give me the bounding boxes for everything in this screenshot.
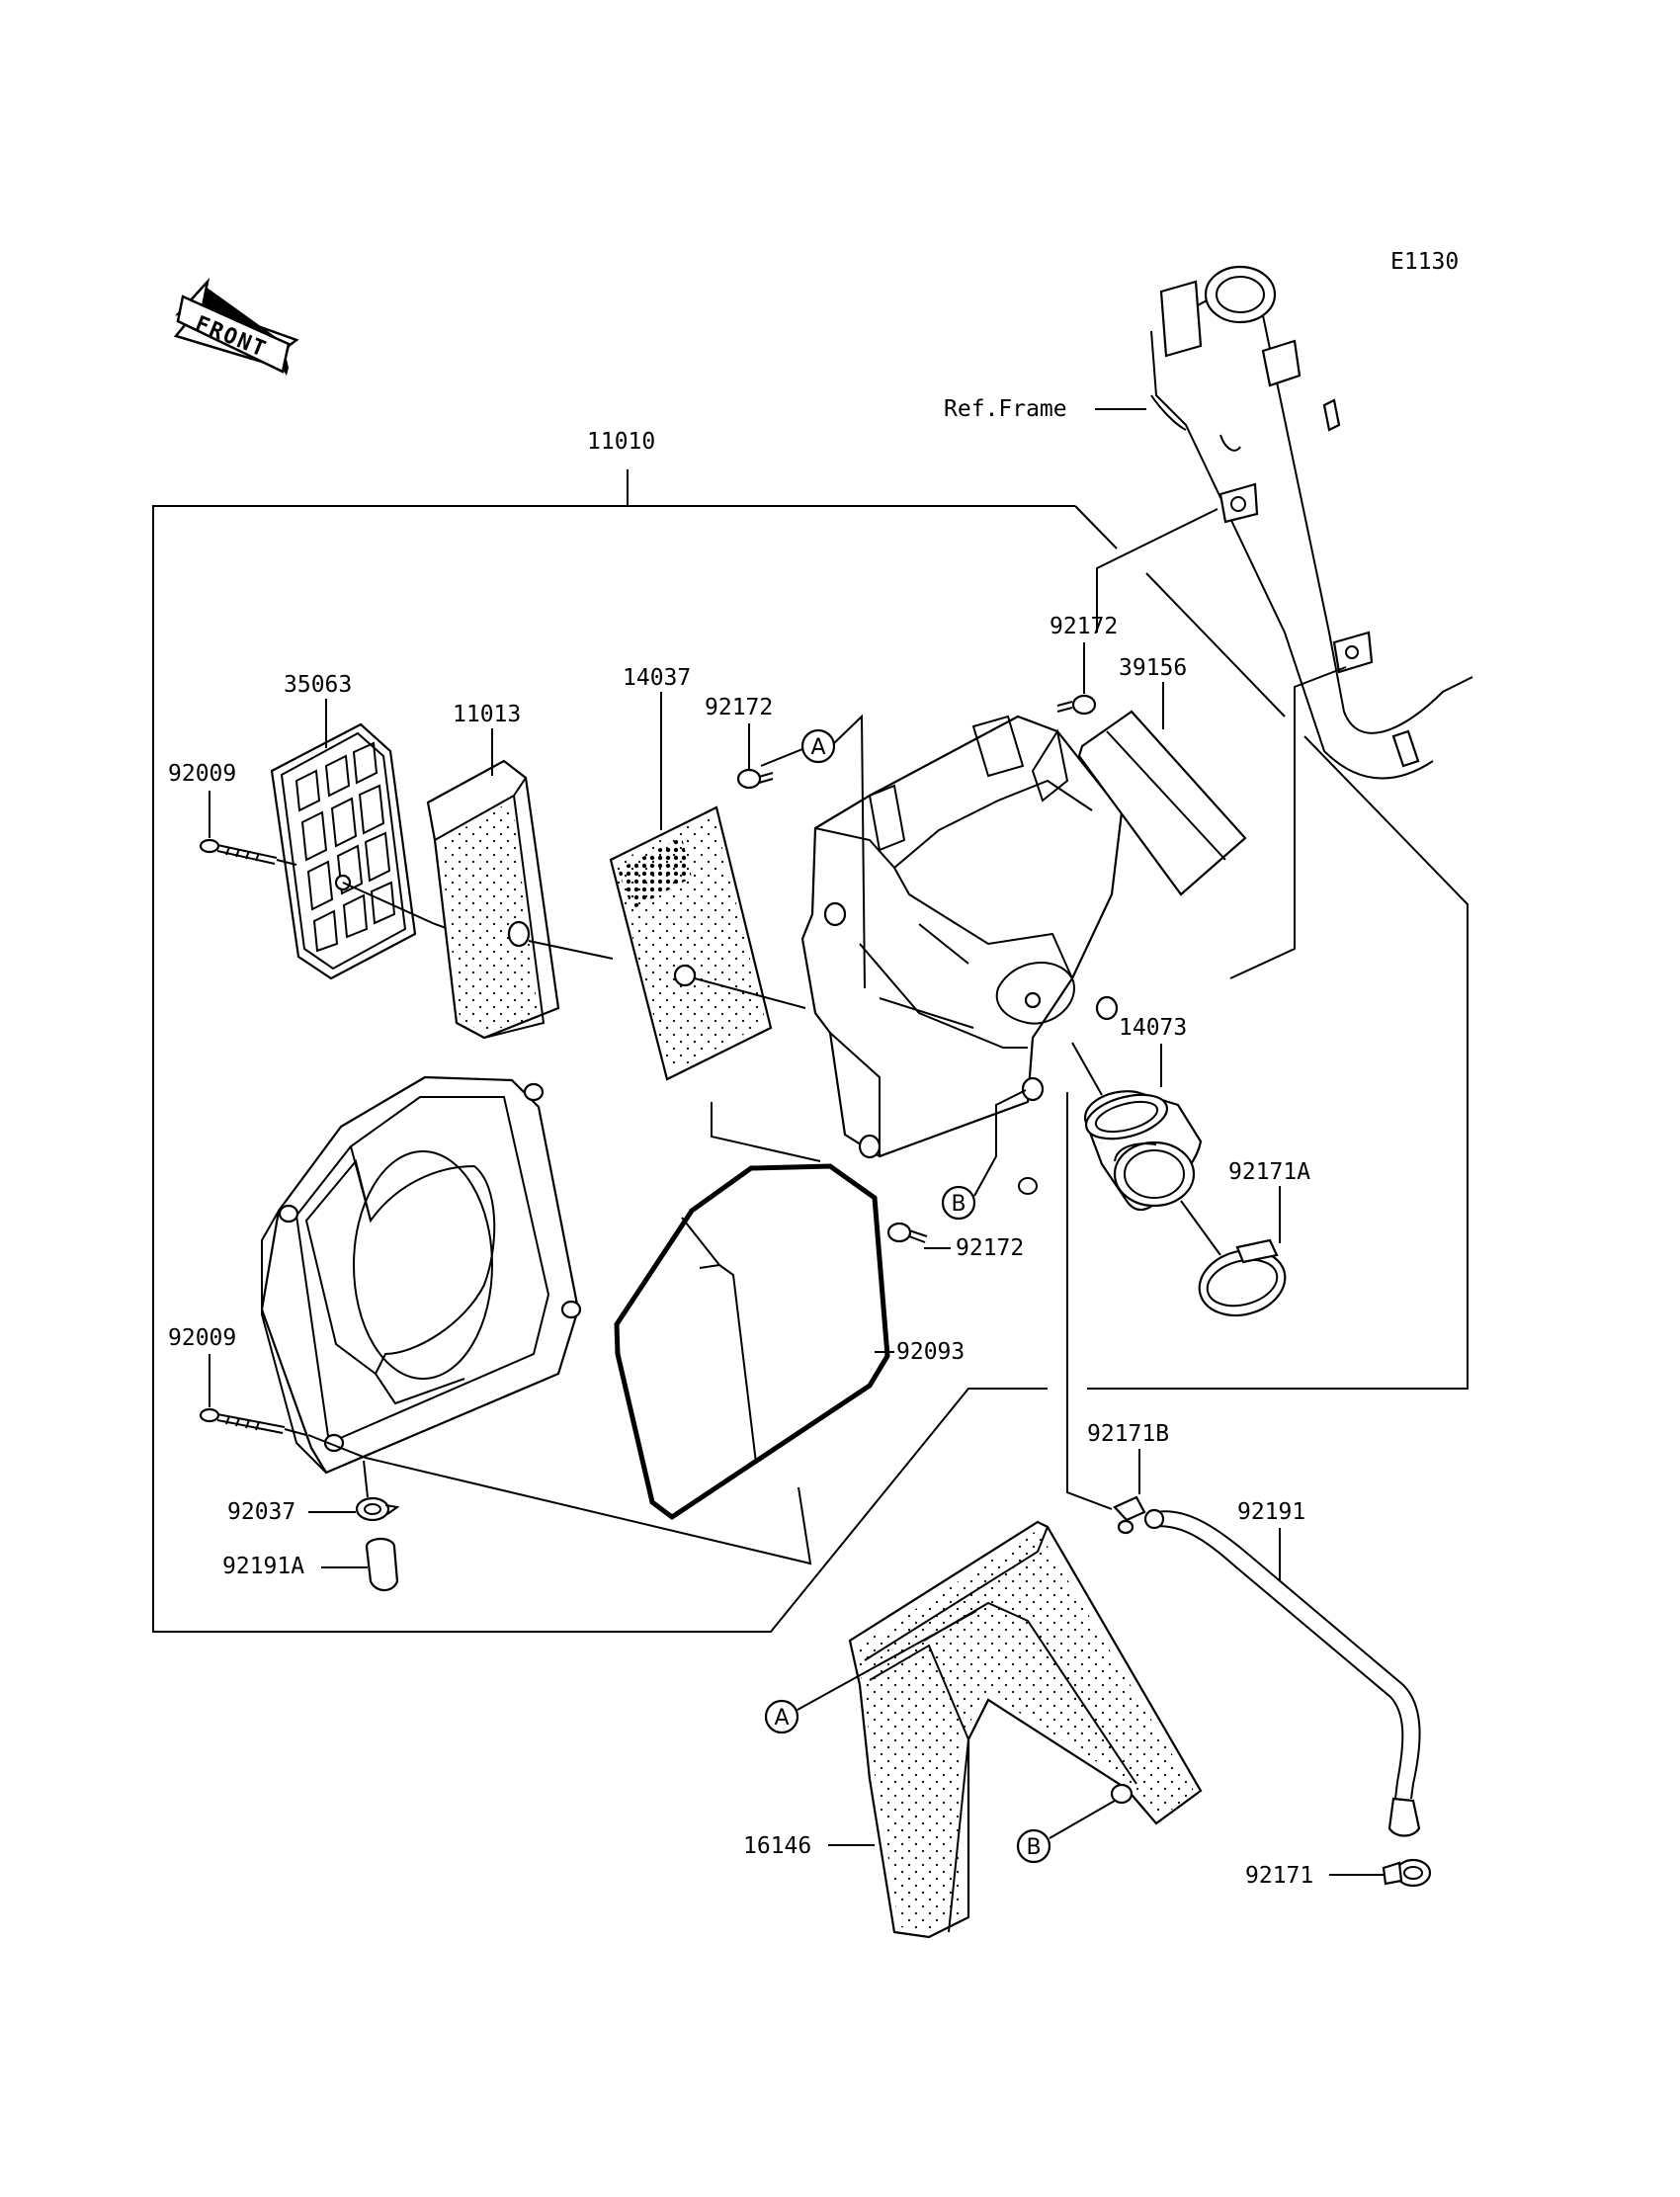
- part-92191-label: 92191: [1237, 1499, 1305, 1525]
- part-92171-clamp: [1382, 1858, 1432, 1888]
- part-92093-label: 92093: [896, 1339, 965, 1365]
- part-35063-grid: [270, 722, 417, 980]
- part-92172-screw-a: [736, 768, 774, 790]
- part-39156-label: 39156: [1119, 655, 1187, 681]
- front-arrow-badge: FRONT: [173, 277, 299, 376]
- diagram-code: E1130: [1390, 249, 1459, 275]
- callout-b-bottom: B: [1016, 1828, 1051, 1864]
- part-92093-gasket: [614, 1163, 890, 1521]
- part-92172-screw-c: [886, 1222, 928, 1243]
- ref-frame-label: Ref.Frame: [944, 396, 1067, 422]
- part-92172-b-label: 92172: [1050, 614, 1118, 639]
- part-92171A-label: 92171A: [1228, 1159, 1310, 1185]
- part-14037-screen: [609, 805, 773, 1081]
- part-92191-tube: [1143, 1508, 1421, 1837]
- part-14073-label: 14073: [1119, 1015, 1187, 1041]
- part-92009-bottom-label: 92009: [168, 1325, 236, 1351]
- air-box-housing: [800, 715, 1124, 1195]
- part-92009-bolt-bottom: [199, 1407, 286, 1434]
- part-92171B-clip: [1113, 1495, 1146, 1535]
- part-35063-label: 35063: [284, 672, 352, 698]
- part-92171-label: 92171: [1245, 1863, 1313, 1889]
- part-16146-label: 16146: [743, 1833, 811, 1859]
- part-92172-a-label: 92172: [705, 695, 773, 720]
- part-16146-seal: [848, 1520, 1203, 1939]
- callout-a-bottom: A: [764, 1699, 799, 1734]
- part-92191A-hose: [365, 1537, 399, 1592]
- assembly-outline: [152, 505, 1075, 1633]
- svg-text:A: A: [810, 735, 825, 760]
- part-11013-label: 11013: [453, 702, 521, 727]
- part-92171B-label: 92171B: [1087, 1421, 1169, 1447]
- svg-text:B: B: [951, 1192, 966, 1217]
- part-92172-c-label: 92172: [956, 1235, 1024, 1261]
- part-92037-clip: [355, 1496, 400, 1522]
- part-92171A-clamp: [1198, 1238, 1287, 1317]
- part-92009-top-label: 92009: [168, 761, 236, 787]
- callout-a-top: A: [800, 728, 836, 764]
- part-11013-foam-element: [426, 759, 560, 1040]
- part-39156-pad: [1077, 710, 1247, 896]
- part-14037-label: 14037: [623, 665, 691, 691]
- svg-text:B: B: [1026, 1835, 1041, 1860]
- part-92037-label: 92037: [227, 1499, 295, 1525]
- frame-reference: [1150, 265, 1473, 780]
- part-92172-screw-b: [1056, 694, 1097, 716]
- part-92191A-label: 92191A: [222, 1554, 304, 1579]
- callout-b-top: B: [941, 1185, 976, 1221]
- part-92009-bolt-top: [199, 838, 278, 865]
- part-14073-duct: [1084, 1090, 1203, 1212]
- assembly-11010-label: 11010: [587, 429, 655, 455]
- air-box-case: [260, 1075, 582, 1475]
- svg-text:A: A: [774, 1706, 789, 1731]
